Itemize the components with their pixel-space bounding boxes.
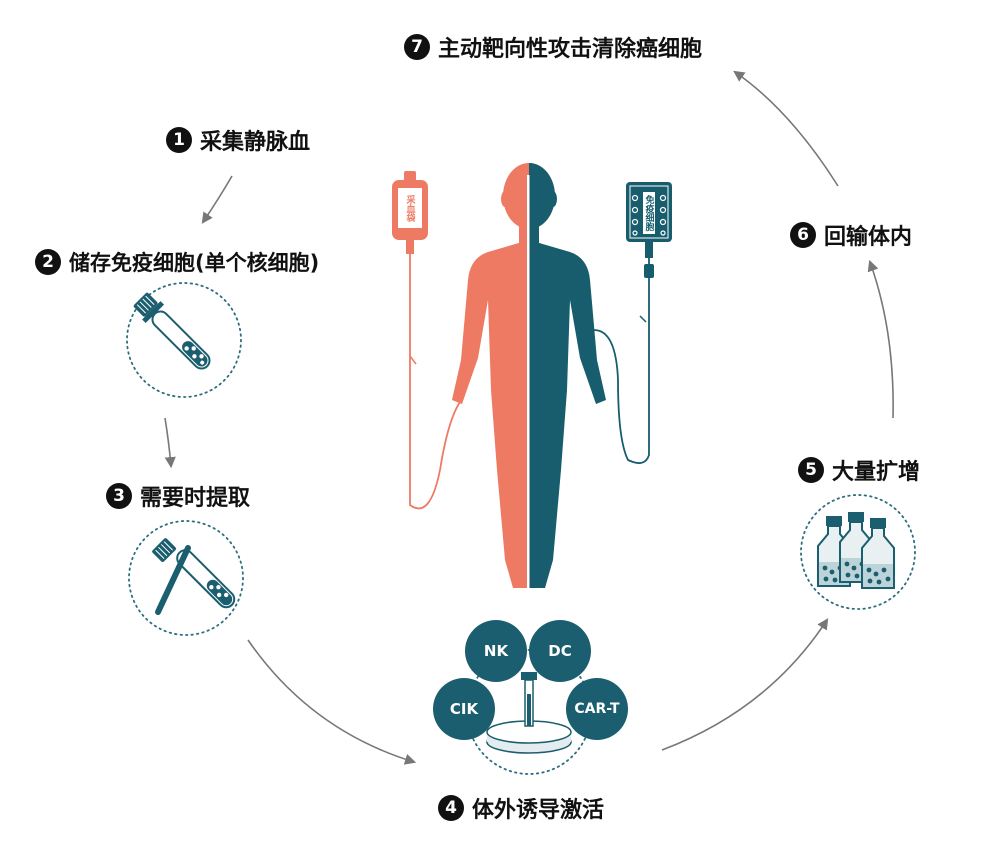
step-5-number: 5 — [798, 457, 824, 483]
step-4-text: 体外诱导激活 — [472, 798, 605, 823]
step-6-number: 6 — [790, 222, 816, 248]
arrow-3-to-4 — [247, 639, 417, 765]
step-3-number: 3 — [106, 483, 132, 509]
arrow-1-to-2 — [201, 175, 233, 224]
blood-bag — [392, 171, 461, 510]
petri-dish-icon — [486, 672, 572, 754]
arrow-2-to-3 — [164, 417, 176, 469]
step-3-text: 需要时提取 — [140, 486, 251, 511]
pipette-tube-icon — [152, 538, 236, 615]
step-7-label: 7 主动靶向性攻击清除癌细胞 — [404, 31, 702, 63]
cryo-tube-icon — [133, 292, 211, 370]
retrieval-circle — [128, 520, 244, 636]
cell-type-nk: NK — [465, 620, 527, 682]
step-2-text: 储存免疫细胞(单个核细胞) — [69, 251, 320, 275]
arrow-6-to-7 — [733, 70, 839, 187]
cell-type-car-t: CAR-T — [566, 678, 628, 740]
step-1-number: 1 — [166, 127, 192, 153]
step-6-label: 6 回输体内 — [790, 219, 912, 251]
step-1-label: 1 采集静脉血 — [166, 124, 310, 156]
arrow-5-to-6 — [867, 259, 894, 419]
storage-circle — [126, 282, 242, 398]
step-5-text: 大量扩增 — [832, 460, 921, 485]
step-2-label: 2 储存免疫细胞(单个核细胞) — [35, 247, 319, 277]
cell-bag — [581, 182, 672, 464]
blood-bag-label: 采血袋 — [404, 194, 415, 222]
human-figure — [452, 163, 606, 590]
step-2-number: 2 — [35, 249, 61, 275]
step-3-label: 3 需要时提取 — [106, 480, 250, 512]
step-4-label: 4 体外诱导激活 — [438, 792, 604, 824]
cell-bag-label: 免疫细胞 — [643, 195, 654, 231]
cell-type-cik: CIK — [433, 678, 495, 740]
arrow-4-to-5 — [661, 618, 829, 751]
culture-flasks-icon — [817, 512, 895, 589]
step-6-text: 回输体内 — [824, 225, 913, 250]
step-5-label: 5 大量扩增 — [798, 454, 920, 486]
cell-type-dc: DC — [529, 620, 591, 682]
step-4-number: 4 — [438, 795, 464, 821]
expansion-circle — [800, 494, 916, 610]
step-1-text: 采集静脉血 — [200, 130, 311, 155]
step-7-text: 主动靶向性攻击清除癌细胞 — [438, 37, 703, 62]
step-7-number: 7 — [404, 34, 430, 60]
